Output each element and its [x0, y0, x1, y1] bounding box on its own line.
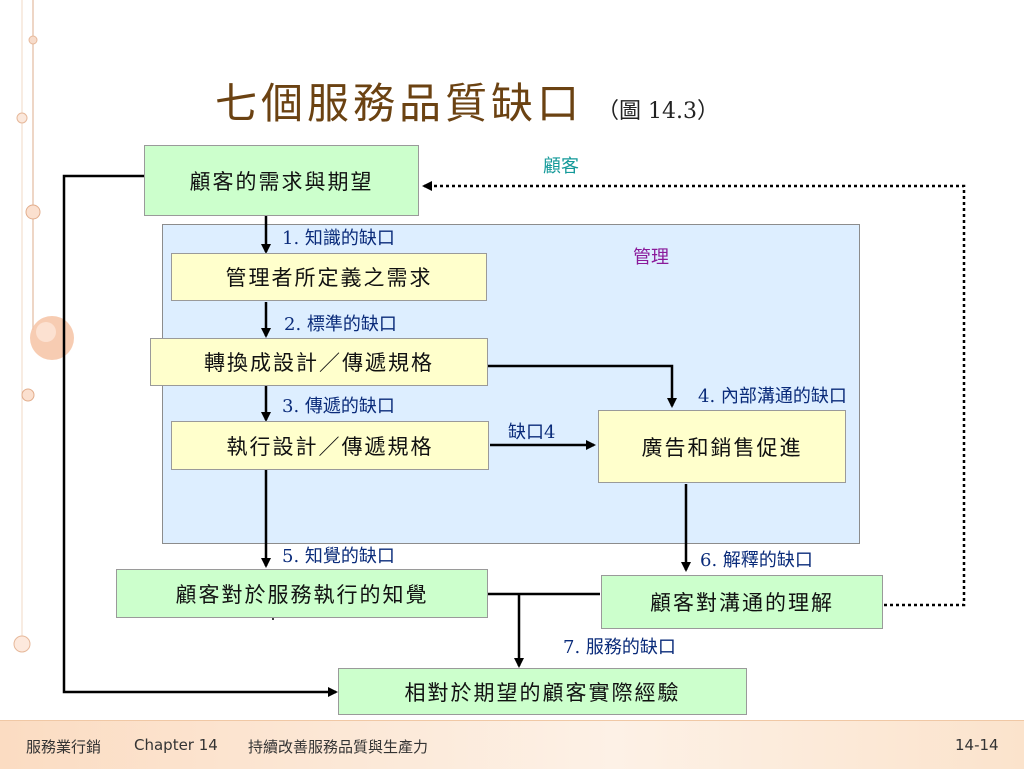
- slide-footer: 服務業行銷 Chapter 14 持續改善服務品質與生產力 14-14: [0, 720, 1024, 769]
- management-perception-box: 管理者所定義之需求: [171, 253, 487, 301]
- management-zone-label: 管理: [633, 247, 669, 268]
- footer-course: 服務業行銷: [26, 738, 102, 756]
- footer-chapter-title: 持續改善服務品質與生產力: [248, 738, 429, 756]
- customer-zone-label: 顧客: [543, 156, 579, 177]
- customer-expectation-box: 顧客的需求與期望: [144, 145, 419, 216]
- customer-understanding-box: 顧客對溝通的理解: [601, 575, 883, 629]
- arrow-expectation-loop: [62, 174, 338, 697]
- customer-perception-box: 顧客對於服務執行的知覺: [116, 569, 488, 618]
- title-main: 七個服務品質缺口: [215, 79, 584, 128]
- gap4-label: 4. 內部溝通的缺口: [698, 386, 847, 407]
- page-title: 七個服務品質缺口 （圖 14.3）: [215, 70, 719, 131]
- advertising-box: 廣告和銷售促進: [598, 410, 846, 483]
- arrow-gap4-design: [488, 364, 677, 408]
- service-design-box: 轉換成設計／傳遞規格: [150, 338, 488, 386]
- gap1-label: 1. 知識的缺口: [282, 228, 395, 249]
- gap6-label: 6. 解釋的缺口: [700, 550, 813, 571]
- gap7-label: 7. 服務的缺口: [563, 637, 676, 658]
- gap5-label: 5. 知覺的缺口: [282, 546, 395, 567]
- connector-lines: [62, 174, 966, 697]
- customer-experience-box: 相對於期望的顧客實際經驗: [338, 668, 747, 715]
- footer-chapter: Chapter 14: [134, 736, 218, 754]
- gap3-label: 3. 傳遞的缺口: [282, 396, 395, 417]
- service-delivery-box: 執行設計／傳遞規格: [171, 421, 489, 470]
- gap4-short-label: 缺口4: [508, 422, 556, 443]
- gap2-label: 2. 標準的缺口: [284, 314, 397, 335]
- figure-reference: （圖 14.3）: [597, 99, 719, 124]
- dotted-feedback-loop: [422, 181, 966, 607]
- footer-page-number: 14-14: [955, 736, 999, 754]
